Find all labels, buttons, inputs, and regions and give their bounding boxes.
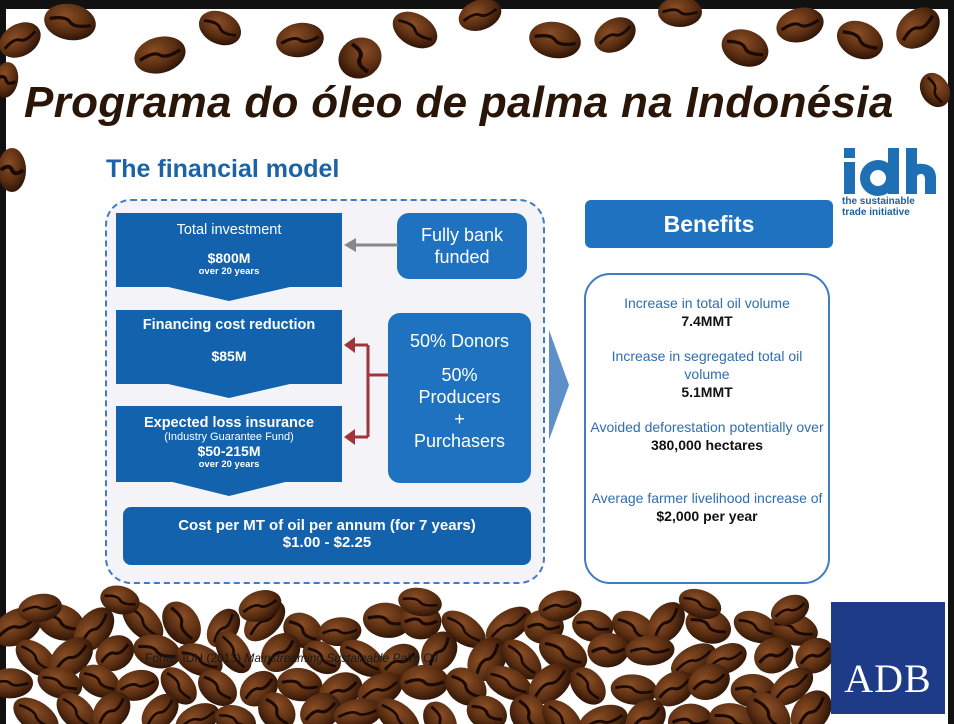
benefit-item: Average farmer livelihood increase of $2… (591, 490, 823, 524)
idh-logo (844, 148, 936, 196)
donors-line3: Producers (418, 387, 501, 407)
total-investment-box: Total investment $800M over 20 years (116, 213, 342, 287)
source-citation: Fonte: IDH (2013) Mainstreaming Sustaina… (145, 651, 438, 665)
total-investment-heading: Total investment (176, 222, 282, 238)
benefit-item: Increase in total oil volume 7.4MMT (624, 295, 790, 329)
chevron-shapes (116, 275, 342, 496)
donors-line2: 50% (441, 365, 478, 385)
benefit-item: Avoided deforestation potentially over 3… (590, 419, 824, 453)
adb-logo: ADB (831, 602, 945, 714)
total-investment-note: over 20 years (198, 266, 260, 277)
red-arrow-icon (344, 337, 355, 353)
benefits-header: Benefits (585, 200, 833, 248)
gray-arrow-icon (344, 238, 356, 252)
donors-box: 50% Donors 50% Producers + Purchasers (388, 313, 531, 483)
cost-per-mt-value: $1.00 - $2.25 (282, 534, 372, 551)
expected-loss-subheading: (Industry Guarantee Fund) (164, 431, 294, 443)
donors-line4: + (454, 409, 465, 429)
connector-arrows (344, 238, 398, 445)
slide-title: Programa do óleo de palma na Indonésia (24, 78, 894, 127)
bank-line1: Fully bank (420, 225, 504, 245)
expected-loss-box: Expected loss insurance (Industry Guaran… (116, 406, 342, 482)
financial-model-heading: The financial model (106, 155, 340, 183)
fully-bank-funded-box: Fully bank funded (397, 213, 527, 279)
idh-tagline: the sustainable trade initiative (842, 196, 915, 218)
total-investment-value: $800M (207, 250, 251, 266)
cost-per-mt-box: Cost per MT of oil per annum (for 7 year… (123, 507, 531, 565)
financing-cost-heading: Financing cost reduction (142, 317, 316, 333)
bank-line2: funded (434, 247, 490, 267)
benefits-box (584, 273, 830, 584)
red-arrow-icon (344, 429, 355, 445)
expected-loss-heading: Expected loss insurance (143, 415, 315, 431)
cost-per-mt-heading: Cost per MT of oil per annum (for 7 year… (178, 517, 476, 534)
financing-cost-box: Financing cost reduction $85M (116, 310, 342, 384)
benefits-pointer-arrow (549, 330, 569, 440)
benefit-item: Increase in segregated total oil volume … (611, 348, 803, 400)
financing-cost-value: $85M (211, 348, 247, 364)
expected-loss-note: over 20 years (198, 459, 260, 470)
expected-loss-value: $50-215M (197, 443, 261, 459)
donors-line5: Purchasers (413, 431, 506, 451)
donors-line1: 50% Donors (409, 331, 510, 351)
